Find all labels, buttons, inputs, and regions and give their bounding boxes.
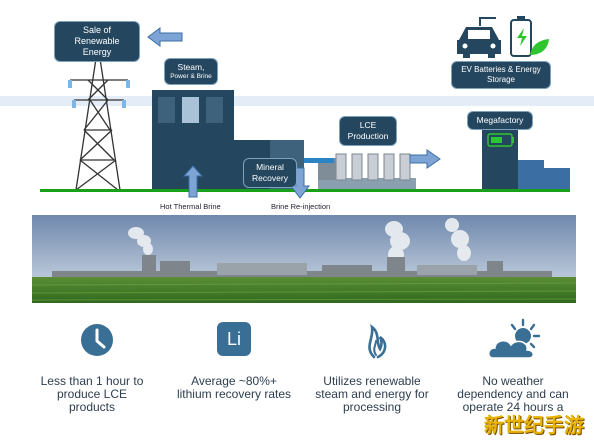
stat-no-weather-dependency: No weather dependency and can operate 24… bbox=[457, 374, 569, 414]
steam-title: Steam, bbox=[177, 62, 205, 72]
steam-subtitle: Power & Brine bbox=[170, 73, 212, 80]
stat-production-time: Less than 1 hour to produce LCE products bbox=[40, 374, 144, 414]
steam-power-brine-label: Steam, Power & Brine bbox=[164, 58, 218, 85]
lithium-li-icon: Li bbox=[217, 322, 251, 356]
stat-renewable-steam: Utilizes renewable steam and energy for … bbox=[315, 374, 429, 414]
blue-pipe bbox=[304, 158, 334, 163]
ev-car-icon bbox=[457, 27, 501, 58]
brine-reinjection-caption: Brine Re-injection bbox=[271, 202, 331, 211]
clock-icon bbox=[81, 324, 113, 356]
sun-cloud-icon bbox=[488, 318, 541, 359]
arrow-up bbox=[182, 165, 204, 198]
sale-of-renewable-energy-label: Sale of Renewable Energy bbox=[54, 21, 140, 62]
mineral-recovery-label: Mineral Recovery bbox=[243, 158, 297, 188]
lce-production-label: LCE Production bbox=[339, 116, 397, 146]
ev-batteries-energy-storage-label: EV Batteries & Energy Storage bbox=[451, 61, 551, 89]
flame-icon bbox=[368, 324, 387, 359]
plug-cord-icon bbox=[479, 17, 496, 26]
process-diagram bbox=[0, 16, 594, 199]
lce-columns bbox=[335, 153, 411, 181]
stat-lithium-recovery: Average ~80%+ lithium recovery rates bbox=[176, 374, 292, 401]
insulators bbox=[68, 80, 130, 108]
leaf-battery-icon bbox=[510, 16, 549, 57]
arrow-left bbox=[147, 27, 183, 47]
hot-thermal-brine-caption: Hot Thermal Brine bbox=[160, 202, 221, 211]
steam-plumes bbox=[128, 218, 471, 264]
lce-base bbox=[318, 178, 416, 190]
arrow-right bbox=[409, 149, 441, 169]
horizon-band bbox=[0, 96, 594, 106]
plant-structures bbox=[52, 255, 552, 277]
transmission-tower bbox=[70, 51, 128, 191]
watermark-logo: 新世纪手游 bbox=[484, 413, 584, 437]
megafactory-label: Megafactory bbox=[467, 111, 533, 130]
geothermal-plant-photo bbox=[32, 215, 576, 303]
